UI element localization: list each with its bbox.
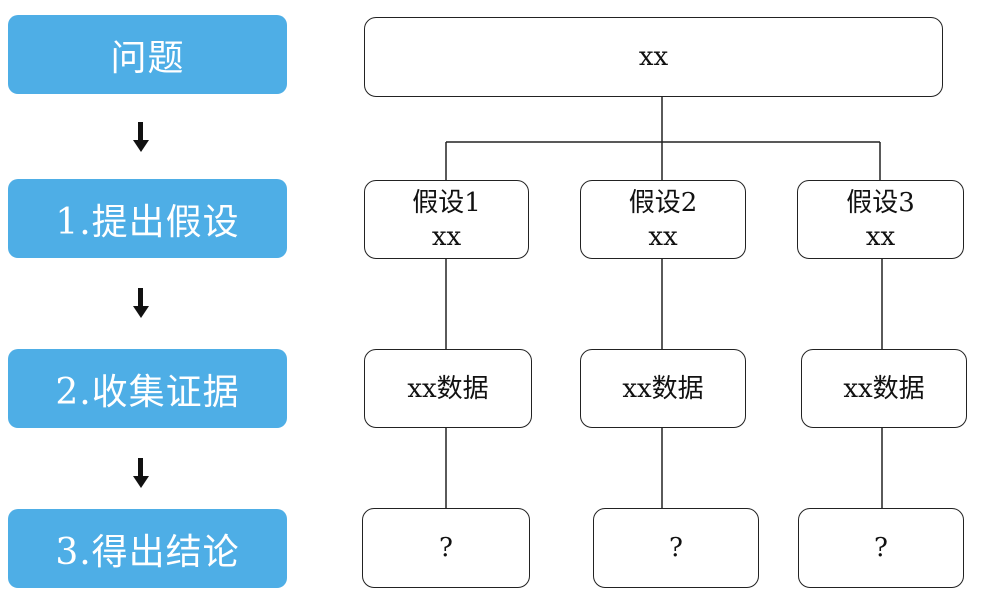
hypothesis-box-2: 假设2 xx: [580, 180, 746, 259]
step-label: 1.提出假设: [55, 201, 240, 243]
hypothesis-value: xx: [648, 221, 678, 252]
hypothesis-value: xx: [431, 221, 462, 252]
hypothesis-box-1: 假设1 xx: [364, 180, 529, 259]
step-draw-conclusion: 3.得出结论: [8, 509, 287, 588]
conclusion-box-3: ?: [798, 508, 964, 588]
conclusion-box-1: ?: [362, 508, 530, 588]
step-problem: 问题: [8, 15, 287, 94]
conclusion-label: ?: [669, 533, 683, 563]
conclusion-label: ?: [874, 533, 888, 563]
hypothesis-title: 假设1: [412, 187, 481, 218]
hypothesis-title: 假设2: [628, 187, 698, 218]
hypothesis-title: 假设3: [846, 187, 915, 218]
step-label: 3.得出结论: [55, 531, 240, 573]
conclusion-box-2: ?: [593, 508, 759, 588]
root-label: xx: [638, 42, 669, 72]
hypothesis-value: xx: [865, 221, 896, 252]
root-problem-box: xx: [364, 17, 943, 97]
data-box-3: xx数据: [801, 349, 967, 428]
step-label: 2.收集证据: [55, 371, 240, 413]
hypothesis-box-3: 假设3 xx: [797, 180, 964, 259]
data-label: xx数据: [843, 373, 925, 404]
data-label: xx数据: [622, 373, 704, 404]
step-label: 问题: [110, 37, 185, 79]
step-collect-evidence: 2.收集证据: [8, 349, 287, 428]
data-box-1: xx数据: [364, 349, 532, 428]
conclusion-label: ?: [439, 533, 453, 563]
data-label: xx数据: [407, 373, 489, 404]
step-propose-hypothesis: 1.提出假设: [8, 179, 287, 258]
data-box-2: xx数据: [580, 349, 746, 428]
